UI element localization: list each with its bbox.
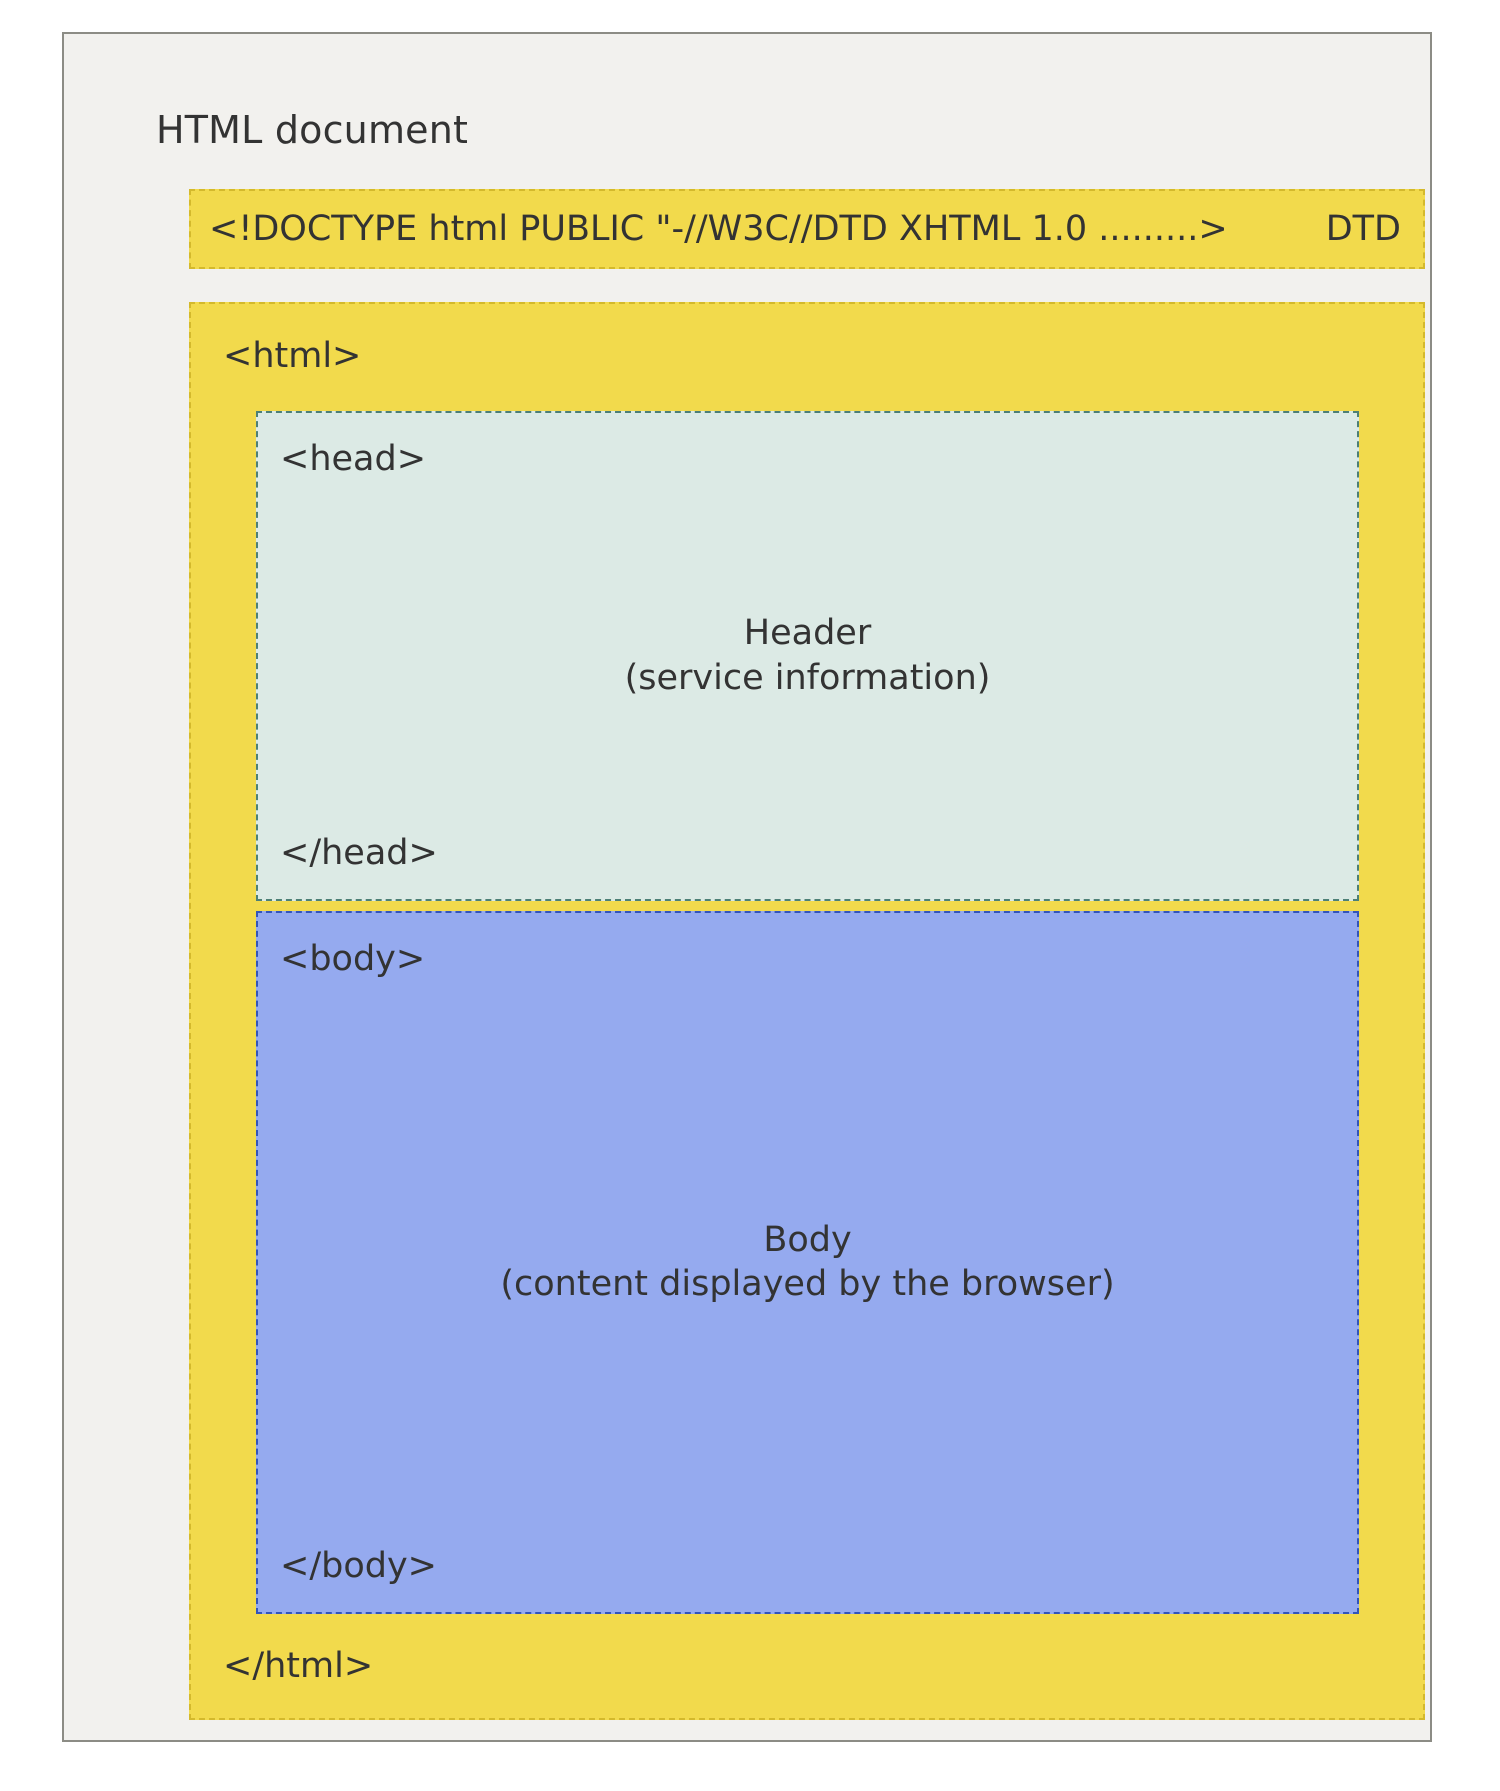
head-open-tag-label: <head> [280, 439, 427, 479]
head-element-box: <head> Header (service information) </he… [256, 411, 1359, 901]
body-caption-line-1: Body [763, 1219, 852, 1260]
body-open-tag-label: <body> [280, 939, 426, 979]
html-open-tag-label: <html> [223, 336, 362, 376]
html-close-tag-label: </html> [223, 1646, 374, 1686]
head-caption: Header (service information) [258, 611, 1357, 701]
body-caption-line-2: (content displayed by the browser) [500, 1264, 1115, 1305]
head-caption-line-1: Header [743, 613, 872, 654]
dtd-box: <!DOCTYPE html PUBLIC "-//W3C//DTD XHTML… [189, 189, 1425, 269]
page-title: HTML document [156, 108, 469, 152]
body-caption: Body (content displayed by the browser) [258, 1218, 1357, 1308]
body-element-box: <body> Body (content displayed by the br… [256, 911, 1359, 1614]
html-element-box: <html> <head> Header (service informatio… [189, 302, 1425, 1720]
head-close-tag-label: </head> [280, 833, 438, 873]
body-close-tag-label: </body> [280, 1546, 438, 1586]
head-caption-line-2: (service information) [624, 658, 991, 698]
html-document-frame: HTML document <!DOCTYPE html PUBLIC "-//… [62, 32, 1432, 1742]
dtd-label: DTD [1325, 209, 1401, 249]
doctype-declaration-text: <!DOCTYPE html PUBLIC "-//W3C//DTD XHTML… [209, 209, 1228, 249]
